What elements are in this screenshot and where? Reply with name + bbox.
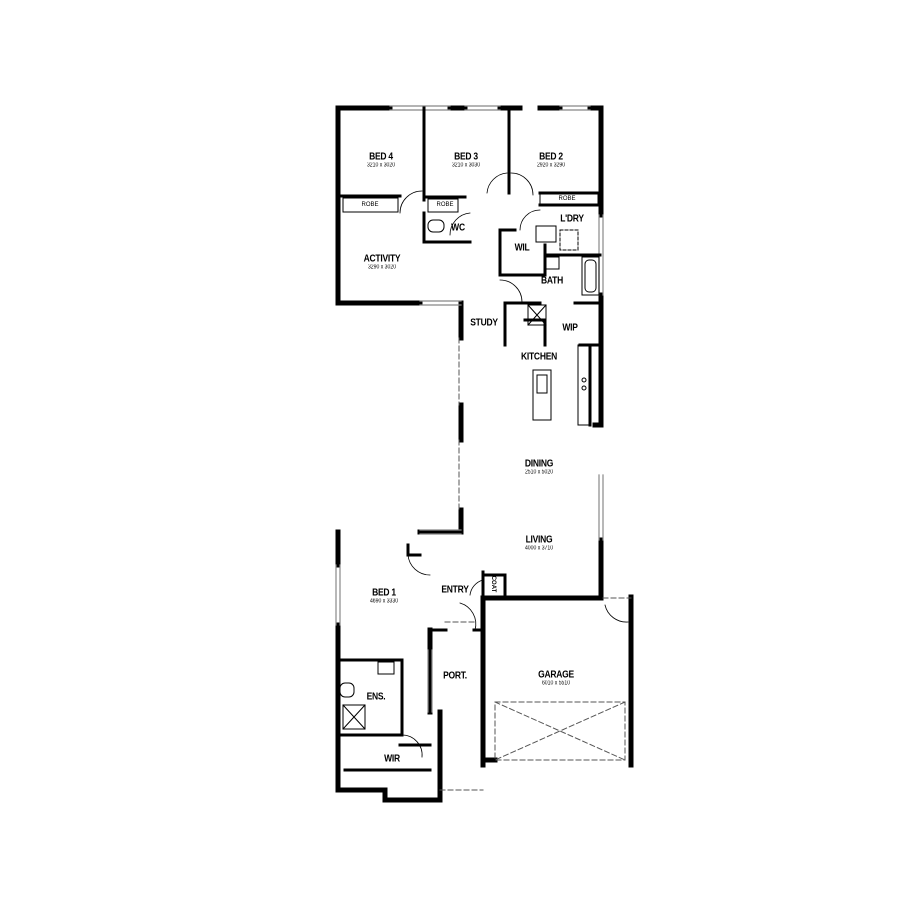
room-name: BED 4	[369, 151, 393, 163]
robe-label: ROBE	[361, 202, 379, 208]
fixtures	[339, 192, 600, 730]
room-label-port: PORT.	[441, 671, 469, 682]
room-dimensions: 2920 x 3290	[536, 162, 566, 169]
room-label-ens: ENS.	[365, 692, 387, 703]
room-label-study: STUDY	[468, 318, 500, 329]
room-name: BED 2	[539, 151, 563, 163]
room-name: ENS.	[366, 691, 386, 703]
room-name: WC	[451, 222, 465, 234]
robe-label: ROBE	[436, 202, 454, 208]
room-name: WIP	[562, 322, 578, 334]
windows	[335, 105, 604, 713]
room-label-ldry: L'DRY	[558, 214, 586, 225]
openings	[439, 337, 632, 791]
room-name: WIL	[514, 242, 530, 254]
room-label-wil: WIL	[513, 243, 530, 254]
room-label-entry: ENTRY	[439, 585, 471, 596]
room-name: BED 3	[454, 151, 478, 163]
room-name: PORT.	[443, 670, 467, 682]
room-label-bath: BATH	[539, 276, 565, 287]
robe-label: ROBE	[558, 196, 576, 202]
room-dimensions: 2510 x 5020	[524, 469, 554, 476]
room-name: BATH	[541, 275, 563, 287]
room-label-coat: COAT	[490, 575, 496, 593]
room-name: L'DRY	[560, 213, 584, 225]
room-name: WIR	[384, 753, 400, 765]
room-dimensions: 3290 x 3020	[367, 264, 397, 271]
room-name: DINING	[524, 458, 554, 470]
room-dimensions: 4000 x 3710	[524, 545, 554, 552]
door-swings	[399, 172, 629, 758]
room-name: ENTRY	[441, 584, 469, 596]
room-name: STUDY	[470, 317, 498, 329]
room-name: BED 1	[372, 587, 396, 599]
room-label-wc: WC	[450, 223, 466, 234]
room-name: ACTIVITY	[363, 253, 401, 265]
room-dimensions: 6010 x 5510	[541, 680, 571, 687]
room-dimensions: 3210 x 3030	[451, 162, 481, 169]
room-name: LIVING	[525, 534, 553, 546]
room-dimensions: 3210 x 3020	[366, 162, 396, 169]
room-name: GARAGE	[538, 669, 574, 681]
room-label-kitchen: KITCHEN	[518, 352, 560, 363]
room-dimensions: 4690 x 3330	[369, 598, 399, 605]
room-label-wir: WIR	[383, 754, 402, 765]
room-label-wip: WIP	[561, 323, 579, 334]
room-name: KITCHEN	[521, 351, 557, 363]
